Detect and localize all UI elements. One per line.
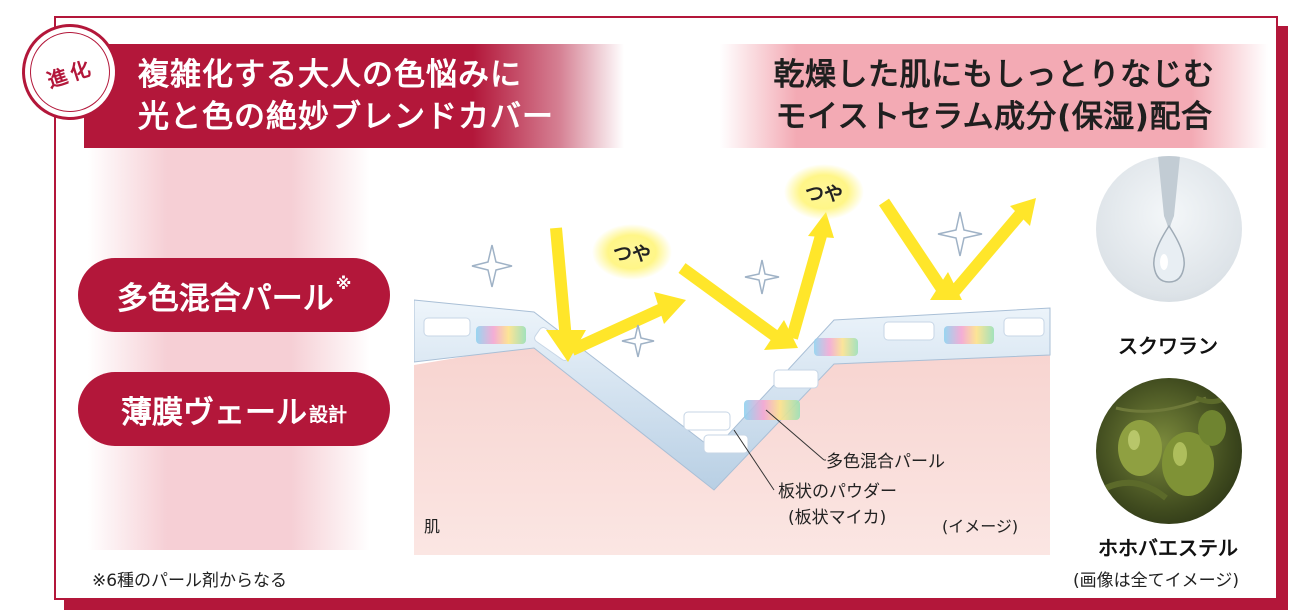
gloss-glow-2: つや (784, 164, 864, 220)
feature-pearl-label: 多色混合パール (116, 280, 334, 317)
sparkles (471, 211, 983, 358)
jojoba-fruit-icon (1104, 388, 1235, 501)
squalane-image (1096, 156, 1242, 302)
pearl-footnote: ※6種のパール剤からなる (92, 571, 288, 591)
image-note: (イメージ) (942, 517, 1018, 536)
skin-label: 肌 (424, 517, 440, 536)
headline-right-banner (720, 44, 1268, 148)
headline-right-line1: 乾燥した肌にもしっとりなじむ (773, 57, 1215, 93)
jojoba-label: ホホバエステル (1098, 536, 1238, 560)
light-arrows (546, 198, 1036, 362)
powder-callout-sub: (板状マイカ) (788, 508, 886, 528)
headline-right-line2: モイストセラム成分(保湿)配合 (775, 99, 1213, 135)
skin-area (414, 338, 1050, 555)
image-disclaimer: (画像は全てイメージ) (1073, 571, 1239, 591)
squalane-drop-icon (1153, 156, 1185, 283)
feature-veil-label: 薄膜ヴェール (120, 394, 307, 431)
headline-left: 複雑化する大人の色悩みに 光と色の絶妙ブレンドカバー (138, 54, 554, 138)
gloss-label-2: つや (805, 183, 843, 205)
feature-column-glow (88, 148, 370, 550)
headline-left-banner (84, 44, 624, 148)
feature-pill-pearl: 多色混合パール※ (78, 258, 390, 332)
skin-diagram: つや つや 多色混合パール 板状のパウダー (板状マイカ) 肌 (イメージ) (414, 164, 1051, 555)
feature-pearl-mark: ※ (335, 273, 352, 293)
powder-callout: 板状のパウダー (778, 482, 897, 502)
jojoba-image (1096, 378, 1242, 524)
headline-left-line2: 光と色の絶妙ブレンドカバー (138, 99, 554, 135)
squalane-label: スクワラン (1118, 334, 1218, 358)
headline-left-line1: 複雑化する大人の色悩みに (138, 57, 522, 93)
pearl-callout: 多色混合パール (826, 452, 945, 472)
feature-pill-veil: 薄膜ヴェール設計 (78, 372, 390, 446)
headline-right: 乾燥した肌にもしっとりなじむ モイストセラム成分(保湿)配合 (730, 54, 1258, 138)
gloss-glow-1: つや (592, 224, 672, 280)
gloss-label-1: つや (613, 243, 651, 265)
feature-veil-suffix: 設計 (308, 403, 347, 426)
